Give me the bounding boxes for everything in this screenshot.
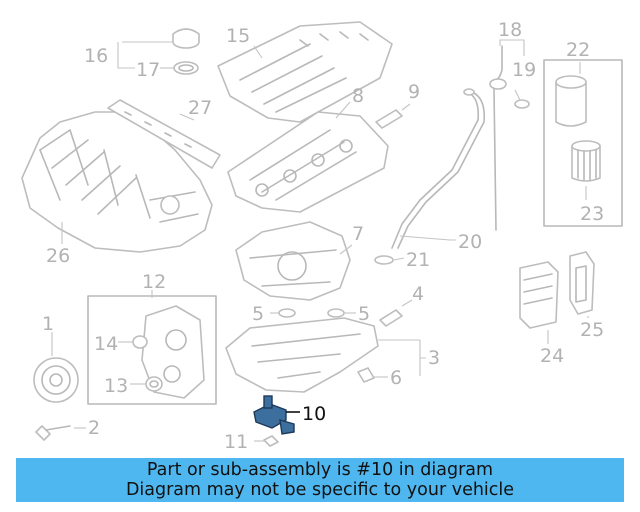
- bolt-11-part: [254, 435, 279, 447]
- sensor-9-part: [375, 103, 411, 129]
- gasket-27-part: [107, 99, 221, 169]
- leader-8: [335, 101, 351, 119]
- seal-19-part: [514, 99, 530, 109]
- callout-16: 16: [84, 45, 108, 67]
- callout-1: 1: [42, 313, 54, 335]
- callout-10: 10: [302, 403, 326, 425]
- bolt-6-part: [357, 367, 388, 383]
- callout-22: 22: [566, 39, 590, 61]
- callout-7: 7: [352, 223, 364, 245]
- intake-manifold-part: [21, 111, 213, 253]
- callout-4: 4: [412, 283, 424, 305]
- callout-9: 9: [408, 81, 420, 103]
- oil-filter-box: [543, 59, 623, 227]
- valve-cover-part: [217, 21, 393, 123]
- info-banner: Part or sub-assembly is #10 in diagram D…: [16, 458, 624, 502]
- banner-line-1: Part or sub-assembly is #10 in diagram: [146, 460, 494, 480]
- oil-pan-3-part: [225, 317, 426, 393]
- callout-labels: 1 2 3 4 5 5 6 7 8 9 10 11 12 13 14 15 16…: [42, 19, 604, 453]
- callout-13: 13: [104, 375, 128, 397]
- callout-5a: 5: [252, 303, 264, 325]
- callout-23: 23: [580, 203, 604, 225]
- callout-18: 18: [498, 19, 522, 41]
- banner-line-2: Diagram may not be specific to your vehi…: [125, 480, 515, 500]
- seal-21-part: [374, 255, 405, 265]
- seal-5-parts: [278, 308, 345, 318]
- callout-8: 8: [352, 85, 364, 107]
- callout-21: 21: [406, 249, 430, 271]
- callout-15: 15: [226, 25, 250, 47]
- callout-26: 26: [46, 245, 70, 267]
- callout-14: 14: [94, 333, 118, 355]
- plug-4-part: [379, 299, 413, 327]
- callout-25: 25: [580, 319, 604, 341]
- cylinder-head-part: [227, 111, 389, 213]
- bolt-2-part: [35, 425, 71, 441]
- callout-12: 12: [142, 271, 166, 293]
- callout-24: 24: [540, 345, 564, 367]
- dipstick-18-part: [489, 39, 525, 231]
- callout-5b: 5: [358, 303, 370, 325]
- oil-level-sensor-10-part: [253, 395, 300, 435]
- seal-14-part: [132, 335, 148, 349]
- callout-27: 27: [188, 97, 212, 119]
- callout-11: 11: [224, 431, 248, 453]
- callout-3: 3: [428, 347, 440, 369]
- seal-13-part: [145, 376, 163, 392]
- callout-6: 6: [390, 367, 402, 389]
- cap-16-part: [122, 28, 200, 49]
- crank-pulley-1-part: [33, 357, 79, 403]
- seal-17-part: [160, 61, 199, 75]
- bracket-16-17: [117, 42, 135, 69]
- callout-19: 19: [512, 59, 536, 81]
- timing-cover-7-part: [235, 221, 353, 301]
- guide-tube-20-part: [391, 88, 486, 249]
- leader-lines: [51, 45, 589, 429]
- callout-2: 2: [88, 417, 100, 439]
- gasket-25-part: [569, 251, 595, 315]
- callout-20: 20: [458, 231, 482, 253]
- oil-cooler-24-part: [519, 261, 559, 329]
- callout-17: 17: [136, 59, 160, 81]
